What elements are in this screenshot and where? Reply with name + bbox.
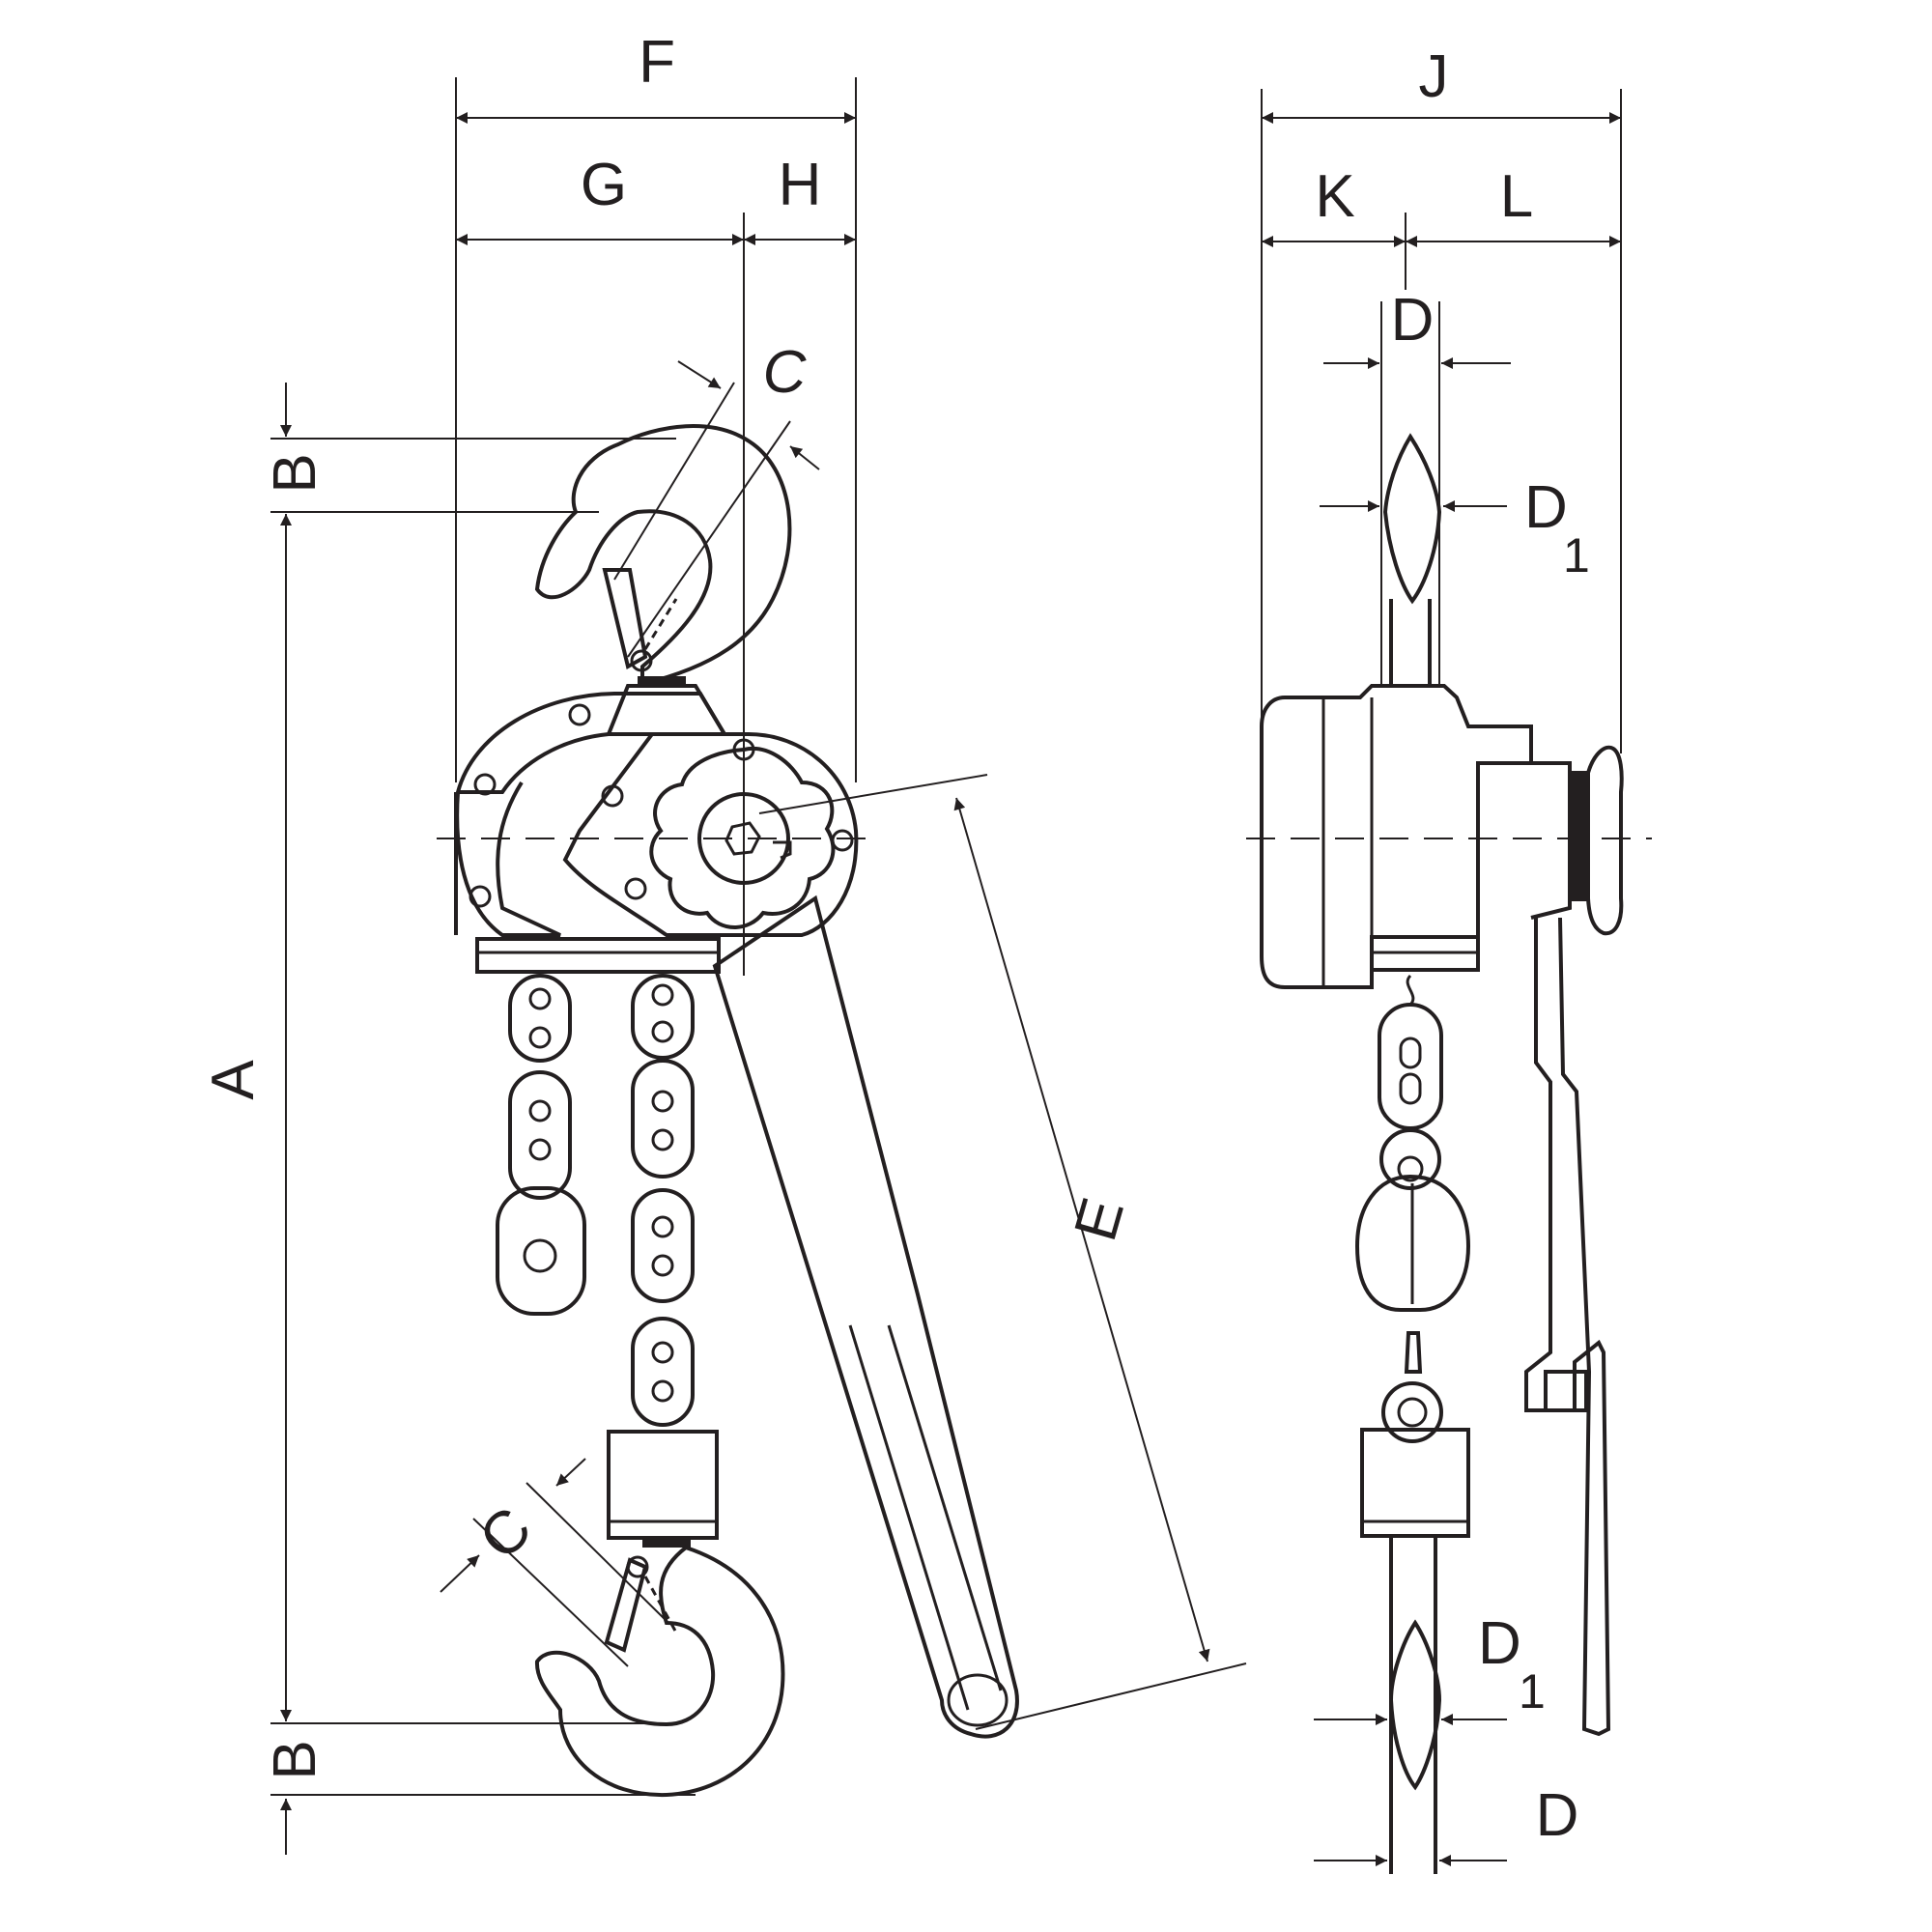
label-b-bottom: B bbox=[262, 1740, 328, 1779]
label-d1-bottom-sub: 1 bbox=[1519, 1664, 1546, 1719]
bottom-hook bbox=[534, 1545, 785, 1798]
dimension-g: G bbox=[456, 152, 744, 245]
dimension-f: F bbox=[456, 29, 856, 124]
label-k: K bbox=[1315, 163, 1354, 230]
lever-side bbox=[1524, 917, 1611, 1737]
label-c-top: C bbox=[763, 339, 808, 406]
dimension-l: L bbox=[1406, 163, 1621, 247]
housing-side bbox=[1260, 684, 1624, 989]
label-b-top: B bbox=[262, 453, 328, 493]
dimension-j: J bbox=[1262, 43, 1621, 124]
label-a: A bbox=[200, 1060, 267, 1100]
label-d-top: D bbox=[1391, 287, 1435, 354]
lever-handle bbox=[712, 895, 1019, 1739]
right-chain bbox=[631, 974, 695, 1427]
label-d-bottom: D bbox=[1536, 1782, 1579, 1849]
label-e: E bbox=[1062, 1191, 1137, 1248]
dimension-b-bottom: B bbox=[262, 1722, 696, 1855]
label-j: J bbox=[1419, 43, 1449, 110]
label-d1-top-sub: 1 bbox=[1563, 528, 1590, 582]
top-hook bbox=[534, 424, 792, 736]
label-l: L bbox=[1500, 163, 1533, 230]
side-view: J K L D D 1 bbox=[1246, 43, 1652, 1874]
bottom-hook-block bbox=[607, 1430, 719, 1548]
label-g: G bbox=[581, 152, 627, 218]
dimension-b-top: B bbox=[262, 383, 676, 513]
dimension-a: A bbox=[200, 514, 292, 1721]
top-hook-side bbox=[1382, 433, 1442, 686]
label-d1-top: D bbox=[1524, 474, 1568, 541]
dimension-c-top: C bbox=[613, 339, 820, 658]
label-c-bottom: C bbox=[467, 1494, 544, 1572]
hoist-body bbox=[454, 692, 859, 974]
dimension-d1-top: D 1 bbox=[1320, 474, 1590, 582]
label-d1-bottom: D bbox=[1478, 1610, 1521, 1677]
dimension-d-top: D bbox=[1323, 287, 1511, 686]
dimension-d-bottom: D bbox=[1314, 1782, 1579, 1866]
left-chain bbox=[496, 974, 586, 1316]
chain-side bbox=[1354, 974, 1471, 1312]
bottom-block-side bbox=[1360, 1331, 1470, 1874]
dimension-k: K bbox=[1262, 163, 1406, 247]
front-view: F G H B A B bbox=[200, 29, 1247, 1855]
dimension-d1-bottom: D 1 bbox=[1314, 1610, 1546, 1725]
label-h: H bbox=[779, 152, 822, 218]
dimension-e: E bbox=[758, 774, 1247, 1730]
dimension-h: H bbox=[744, 152, 856, 245]
label-f: F bbox=[639, 29, 675, 96]
